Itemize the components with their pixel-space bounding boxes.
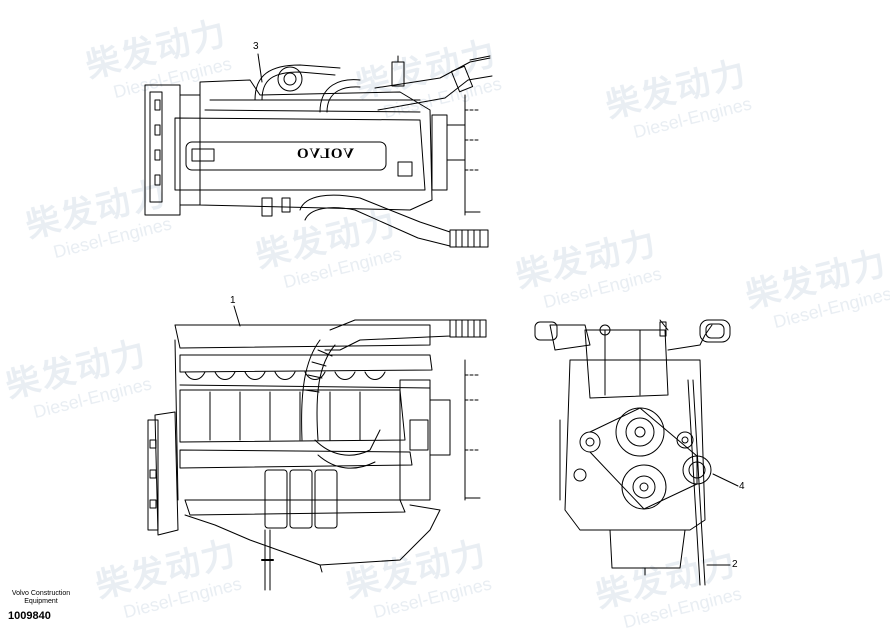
front-view-crank-pulley xyxy=(621,464,667,510)
front-view-timing-gear xyxy=(615,407,665,457)
top-view-oil-filler-cap xyxy=(277,66,303,92)
side-view-engine-block xyxy=(179,389,406,443)
callout-3: 3 xyxy=(253,41,259,52)
footer-brand: Volvo Construction Equipment xyxy=(8,590,74,606)
side-view-oil-filter xyxy=(289,469,313,529)
engine-top-view xyxy=(144,53,493,248)
callout-1: 1 xyxy=(230,295,236,306)
callout-leader-3 xyxy=(257,53,263,83)
side-view-flywheel-housing xyxy=(154,411,179,536)
callout-2: 2 xyxy=(732,559,738,570)
top-view-coolant-pipe xyxy=(299,194,451,233)
side-view-oil-filter xyxy=(264,469,288,529)
footer-part-number: 1009840 xyxy=(8,610,51,622)
front-view-cylinder-head xyxy=(584,329,669,399)
engine-side-view xyxy=(147,305,487,591)
callout-4: 4 xyxy=(739,481,745,492)
volvo-logo-text: VOLVO xyxy=(295,146,355,162)
engine-front-view xyxy=(534,319,739,586)
side-view-oil-pan xyxy=(184,504,441,566)
footer-brand-line2: Equipment xyxy=(24,598,58,605)
side-view-valve-cover xyxy=(174,324,431,349)
front-view-air-inlet xyxy=(699,319,731,343)
callout-leader-4 xyxy=(712,473,739,487)
top-view-flywheel-end xyxy=(144,84,181,216)
top-view-valve-cover xyxy=(199,79,433,211)
front-view-engine-body xyxy=(564,359,706,531)
front-view-oil-pan xyxy=(609,529,686,569)
side-view-fuel-filter xyxy=(314,469,338,529)
callout-leader-1 xyxy=(233,305,241,327)
volvo-logo: VOLVO xyxy=(270,145,380,163)
footer-brand-line1: Volvo Construction xyxy=(11,590,71,597)
